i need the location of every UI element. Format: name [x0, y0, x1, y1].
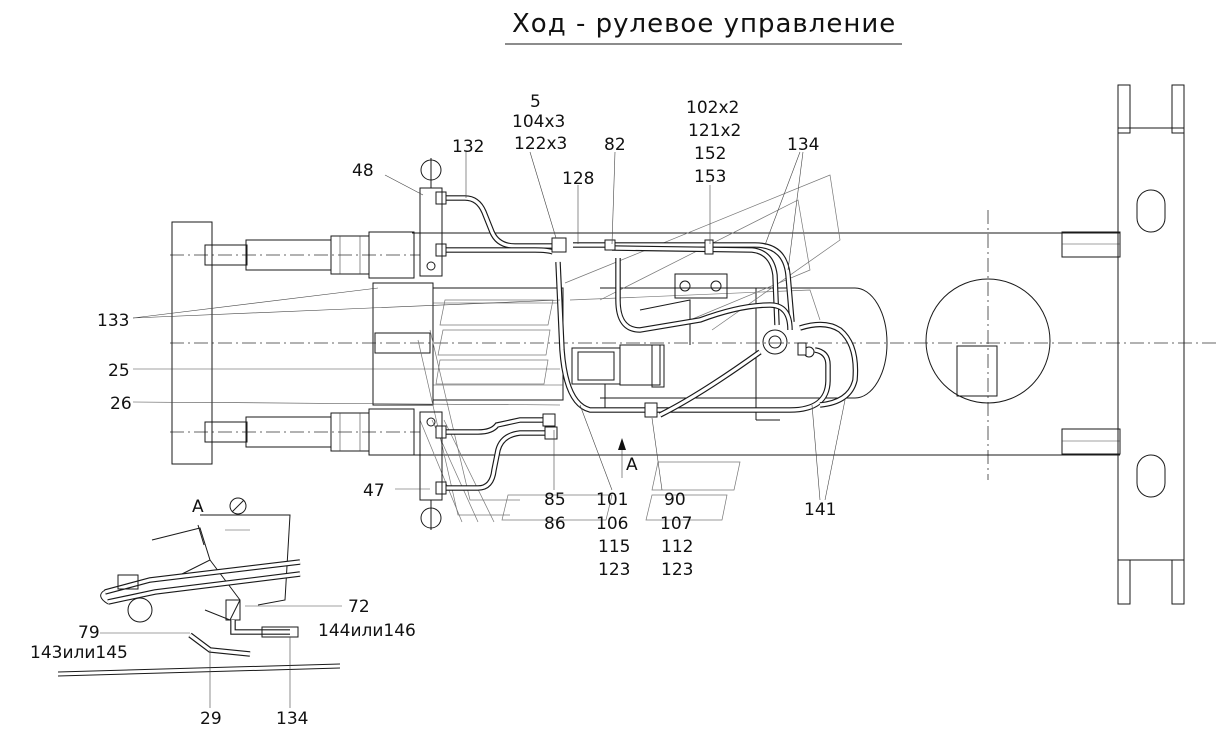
inset-view-a [57, 497, 342, 708]
label-123-b: 123 [661, 560, 693, 580]
part-labels: A A 48 132 5 104х3 122х3 128 82 102х2 12… [30, 92, 836, 729]
label-121x2: 121х2 [688, 121, 741, 141]
label-29: 29 [200, 709, 222, 729]
axle-end-plate [171, 221, 213, 465]
label-133: 133 [97, 311, 129, 331]
chassis-frame [412, 84, 1185, 605]
label-86: 86 [544, 514, 566, 534]
lower-steering-cylinder [204, 408, 415, 456]
centerlines [170, 210, 1217, 480]
label-104x3: 104х3 [512, 112, 565, 132]
steering-valve-block [571, 273, 728, 410]
label-82: 82 [604, 135, 626, 155]
view-marker-label: A [192, 497, 204, 517]
label-102x2: 102х2 [686, 98, 739, 118]
label-106: 106 [596, 514, 628, 534]
round-opening [925, 278, 1051, 404]
label-72: 72 [348, 597, 370, 617]
label-25: 25 [108, 361, 130, 381]
label-144-or-146: 144или146 [318, 621, 416, 641]
label-112: 112 [661, 537, 693, 557]
hose-fittings [435, 191, 807, 495]
diagram-title: Ход - рулевое управление [512, 9, 896, 39]
label-101: 101 [596, 490, 628, 510]
label-152: 152 [694, 144, 726, 164]
label-123-a: 123 [598, 560, 630, 580]
view-arrow-label: A [626, 455, 638, 475]
label-79: 79 [78, 623, 100, 643]
label-85: 85 [544, 490, 566, 510]
label-153: 153 [694, 167, 726, 187]
label-115: 115 [598, 537, 630, 557]
label-5: 5 [530, 92, 541, 112]
label-143-or-145: 143или145 [30, 643, 128, 663]
upper-steering-cylinder [204, 231, 415, 279]
label-132: 132 [452, 137, 484, 157]
cylinder-48-bracket [419, 158, 443, 277]
label-26: 26 [110, 394, 132, 414]
label-134-inset: 134 [276, 709, 308, 729]
hydraulic-hoses [445, 195, 859, 491]
label-141: 141 [804, 500, 836, 520]
cylinder-47-bracket [419, 411, 443, 530]
label-122x3: 122х3 [514, 134, 567, 154]
label-107: 107 [660, 514, 692, 534]
label-90: 90 [664, 490, 686, 510]
label-47: 47 [363, 481, 385, 501]
leader-lines [132, 151, 846, 501]
label-48: 48 [352, 161, 374, 181]
label-134: 134 [787, 135, 819, 155]
label-128: 128 [562, 169, 594, 189]
